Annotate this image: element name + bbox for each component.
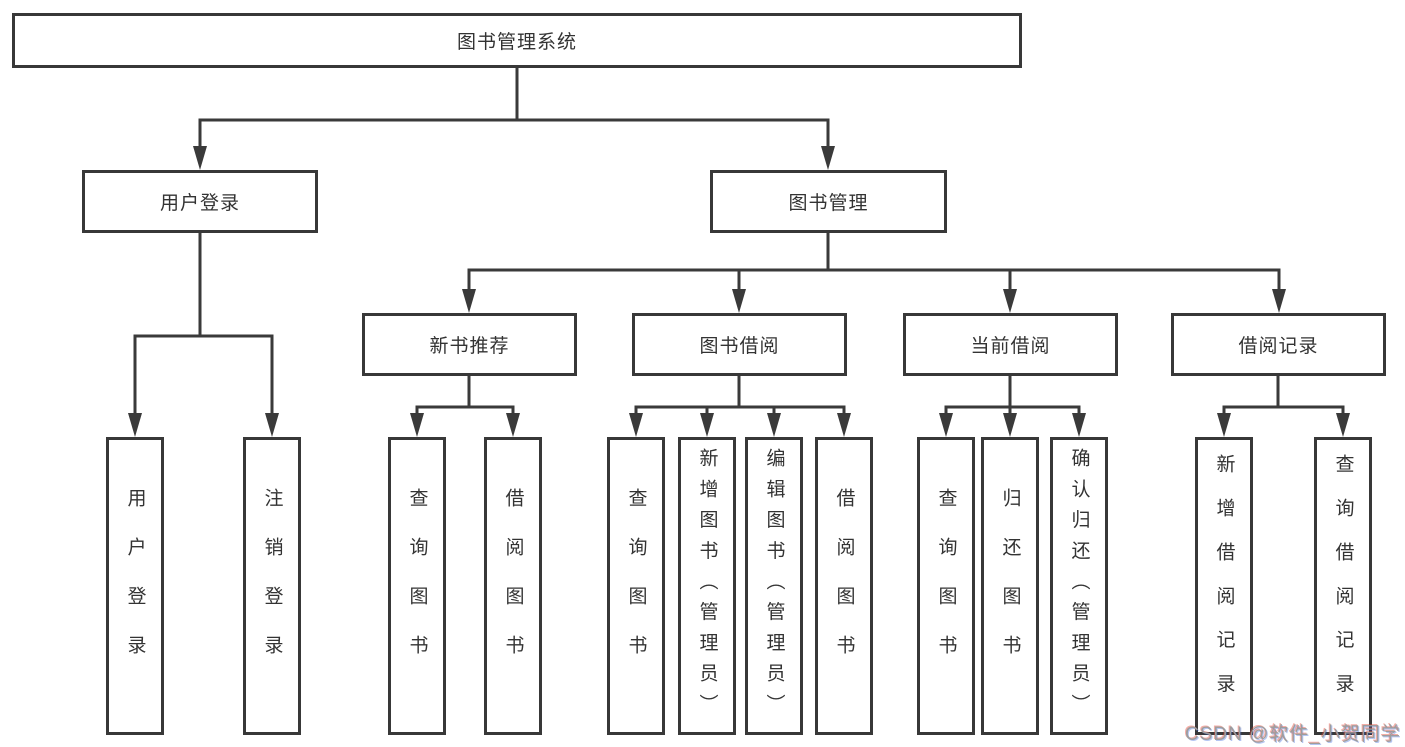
leaf-add-books-admin: 新增图书（管理员） bbox=[678, 437, 736, 735]
node-label: 查询借阅记录 bbox=[1332, 454, 1354, 718]
node-label: 借阅记录 bbox=[1238, 336, 1319, 357]
node-label: 用户登录 bbox=[159, 193, 240, 214]
node-label: 图书借阅 bbox=[699, 336, 780, 357]
node-label: 借阅图书 bbox=[833, 488, 855, 684]
node-current-borrowing: 当前借阅 bbox=[903, 313, 1118, 376]
leaf-borrow-books: 借阅图书 bbox=[815, 437, 873, 735]
node-label: 新书推荐 bbox=[429, 336, 510, 357]
leaf-return-books: 归还图书 bbox=[981, 437, 1039, 735]
node-borrowing-records: 借阅记录 bbox=[1171, 313, 1386, 376]
node-label: 查询图书 bbox=[625, 488, 647, 684]
leaf-confirm-return-admin: 确认归还（管理员） bbox=[1050, 437, 1108, 735]
leaf-query-books-current: 查询图书 bbox=[917, 437, 975, 735]
node-label: 当前借阅 bbox=[970, 336, 1051, 357]
node-label: 查询图书 bbox=[935, 488, 957, 684]
leaf-query-books-recommend: 查询图书 bbox=[388, 437, 446, 735]
leaf-query-books-borrowing: 查询图书 bbox=[607, 437, 665, 735]
leaf-edit-books-admin: 编辑图书（管理员） bbox=[745, 437, 803, 735]
node-label: 新增借阅记录 bbox=[1213, 454, 1235, 718]
leaf-add-borrow-record: 新增借阅记录 bbox=[1195, 437, 1253, 735]
leaf-query-borrow-record: 查询借阅记录 bbox=[1314, 437, 1372, 735]
node-label: 查询图书 bbox=[406, 488, 428, 684]
node-label: 图书管理系统 bbox=[456, 32, 577, 53]
csdn-watermark: CSDN @软件_小贺同学 bbox=[1185, 724, 1401, 745]
node-label: 借阅图书 bbox=[502, 488, 524, 684]
node-user-login: 用户登录 bbox=[82, 170, 318, 233]
node-label: 确认归还（管理员） bbox=[1068, 447, 1090, 725]
node-label: 图书管理 bbox=[788, 193, 869, 214]
node-book-management: 图书管理 bbox=[710, 170, 947, 233]
node-label: 编辑图书（管理员） bbox=[763, 447, 785, 725]
node-label: 新增图书（管理员） bbox=[696, 447, 718, 725]
node-label: 用户登录 bbox=[124, 488, 146, 684]
leaf-user-login: 用户登录 bbox=[106, 437, 164, 735]
node-library-management-system: 图书管理系统 bbox=[12, 13, 1022, 68]
node-label: 注销登录 bbox=[261, 488, 283, 684]
node-book-borrowing: 图书借阅 bbox=[632, 313, 847, 376]
leaf-logout: 注销登录 bbox=[243, 437, 301, 735]
leaf-borrow-books-recommend: 借阅图书 bbox=[484, 437, 542, 735]
node-label: 归还图书 bbox=[999, 488, 1021, 684]
node-new-book-recommendation: 新书推荐 bbox=[362, 313, 577, 376]
